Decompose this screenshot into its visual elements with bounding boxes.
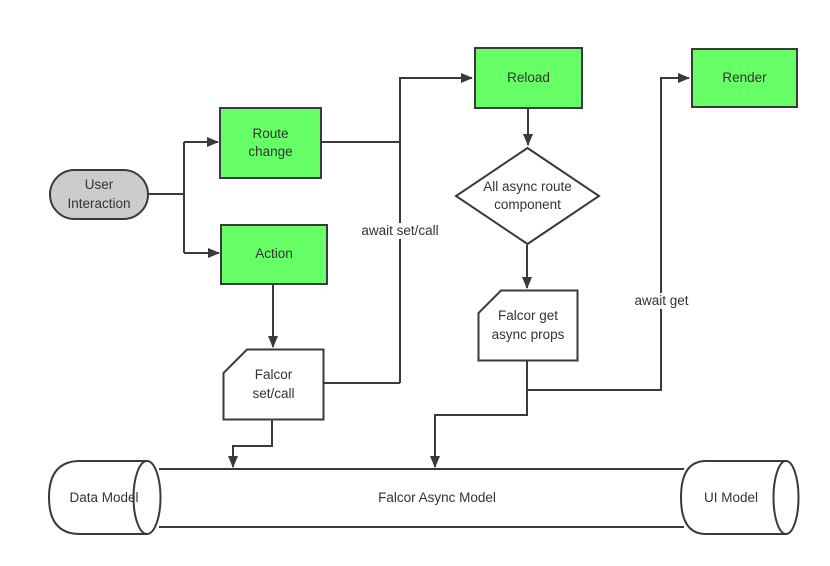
- edge-falcor-set-to-pipe: [228, 420, 273, 468]
- falcor-async-model-label: Falcor Async Model: [378, 490, 496, 505]
- ui-model-label: UI Model: [703, 490, 759, 505]
- ui-model-cap-shape: [772, 460, 800, 535]
- edge-label-await-get: await get: [628, 293, 695, 309]
- card-shape: [222, 348, 325, 421]
- ui-model-cylinder-shape: [679, 460, 786, 535]
- node-route-change: Route change: [219, 107, 322, 179]
- node-falcor-get-async-props: Falcor get async props: [477, 289, 579, 362]
- node-render-label: Render: [722, 69, 767, 85]
- node-falcor-set-call-label: Falcor set/call: [252, 367, 295, 401]
- data-model-label: Data Model: [69, 490, 139, 505]
- edge-falcor-get-to-pipe: [430, 361, 528, 468]
- edge-label-await-set-call: await set/call: [352, 223, 448, 239]
- diamond-shape: [454, 146, 601, 246]
- edge-await-set-call-to-reload: [399, 73, 473, 383]
- edge-user-interaction-branch: [148, 142, 185, 253]
- node-user-interaction-label: User Interaction: [67, 177, 131, 211]
- node-reload-label: Reload: [507, 69, 550, 85]
- node-render: Render: [691, 48, 798, 108]
- node-action: Action: [220, 224, 328, 285]
- edge-await-get-to-render: [527, 73, 690, 391]
- node-action-label: Action: [255, 246, 293, 262]
- data-model-cylinder-shape: [47, 460, 147, 535]
- node-all-async-route-component-label: All async route component: [483, 178, 572, 212]
- node-reload: Reload: [474, 47, 583, 109]
- node-all-async-route-component: All async route component: [454, 146, 601, 246]
- pipe-body-shape: [159, 468, 684, 528]
- node-route-change-label: Route change: [248, 125, 293, 159]
- node-falcor-set-call: Falcor set/call: [222, 348, 325, 421]
- card-shape: [477, 289, 579, 362]
- node-user-interaction: User Interaction: [49, 169, 149, 220]
- node-falcor-get-async-props-label: Falcor get async props: [491, 308, 565, 342]
- data-model-cap-shape: [132, 460, 162, 535]
